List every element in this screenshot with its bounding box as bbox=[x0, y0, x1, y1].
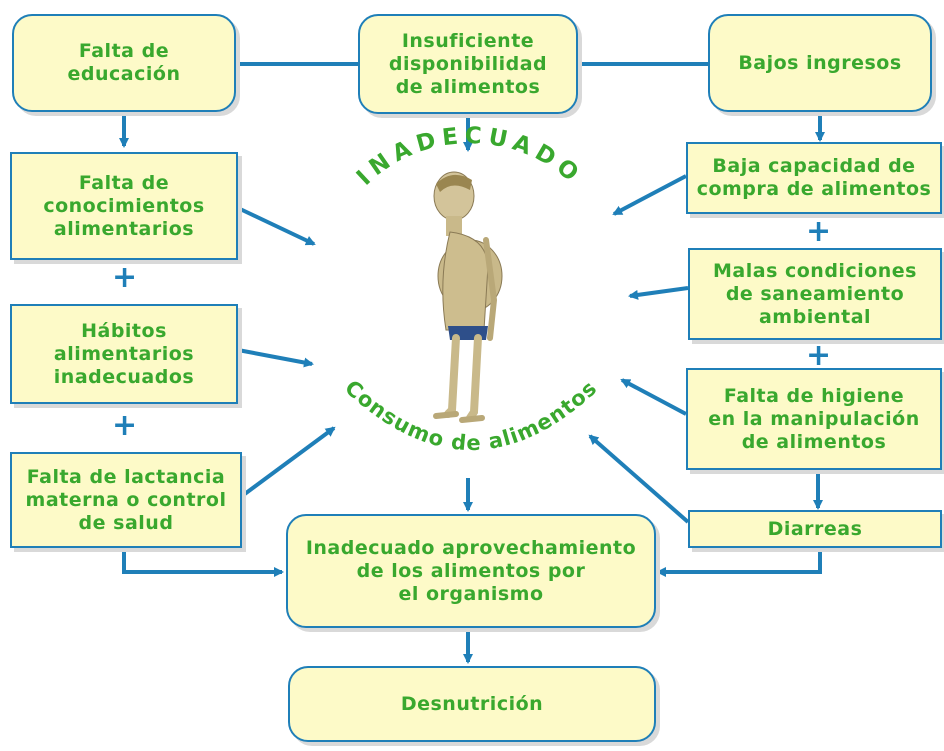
box-malas-condiciones: Malas condiciones de saneamiento ambient… bbox=[688, 248, 942, 340]
arrow-higiene-to-center bbox=[620, 378, 687, 416]
box-bajos-ingresos: Bajos ingresos bbox=[708, 14, 932, 112]
box-falta-educacion: Falta de educación bbox=[12, 14, 236, 112]
box-inadecuado-aprovechamiento: Inadecuado aprovechamiento de los alimen… bbox=[286, 514, 656, 628]
box-insuficiente-disponibilidad: Insuficiente disponibilidad de alimentos bbox=[358, 14, 578, 114]
arrow-condiciones-to-center bbox=[628, 286, 689, 300]
plus-sign: + bbox=[806, 338, 832, 373]
box-habitos-alimentarios: Hábitos alimentarios inadecuados bbox=[10, 304, 238, 404]
arrow-diarreas-to-center bbox=[588, 434, 690, 524]
plus-sign: + bbox=[806, 214, 832, 249]
box-baja-capacidad: Baja capacidad de compra de alimentos bbox=[686, 142, 942, 214]
box-desnutricion: Desnutrición bbox=[288, 666, 656, 742]
arrow-conocimientos-to-center bbox=[237, 206, 316, 246]
inadecuado-arc-text: INADECUADO bbox=[352, 123, 588, 191]
arrow-habitos-to-center bbox=[237, 348, 314, 368]
box-falta-conocimientos: Falta de conocimientos alimentarios bbox=[10, 152, 238, 260]
malnourished-child-figure bbox=[433, 171, 503, 423]
arrow-lactancia-to-aprovechamiento bbox=[122, 548, 284, 577]
arrow-capacidad-to-center bbox=[612, 174, 687, 216]
plus-sign: + bbox=[112, 260, 138, 295]
arrow-diarreas-to-aprovechamiento bbox=[656, 548, 822, 577]
box-falta-higiene: Falta de higiene en la manipulación de a… bbox=[686, 368, 942, 470]
box-falta-lactancia: Falta de lactancia materna o control de … bbox=[10, 452, 242, 548]
plus-sign: + bbox=[112, 408, 138, 443]
box-diarreas: Diarreas bbox=[688, 510, 942, 548]
consumo-arc-text: Consumo de alimentos bbox=[340, 375, 602, 455]
arrow-lactancia-to-center bbox=[240, 426, 336, 498]
